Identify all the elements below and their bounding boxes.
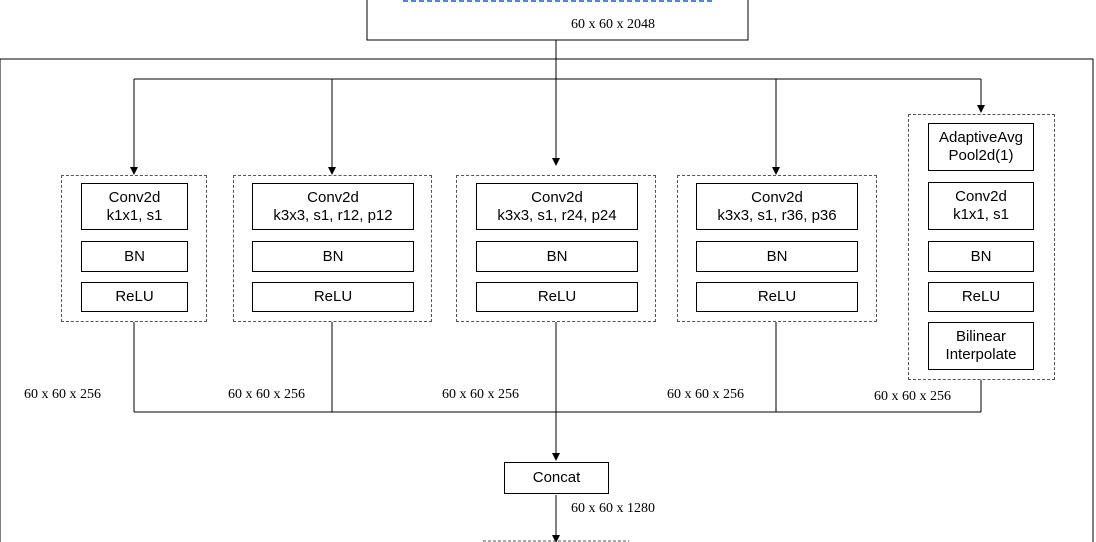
branch-2-group: [233, 175, 432, 322]
branch-2-bn: BN: [252, 241, 414, 272]
branch-3-dims: 60 x 60 x 256: [442, 387, 519, 402]
branch-2-conv: Conv2d k3x3, s1, r12, p12: [252, 183, 414, 230]
branch-4-bn: BN: [696, 241, 858, 272]
input-dims-label: 60 x 60 x 2048: [571, 17, 655, 32]
branch-3-conv: Conv2d k3x3, s1, r24, p24: [476, 183, 638, 230]
branch-1-relu: ReLU: [81, 282, 188, 312]
branch-3-bn: BN: [476, 241, 638, 272]
pool-branch-interp: Bilinear Interpolate: [928, 322, 1034, 370]
pool-branch-pool: AdaptiveAvg Pool2d(1): [928, 123, 1034, 171]
pool-branch-group: [908, 114, 1055, 380]
branch-1-conv: Conv2d k1x1, s1: [81, 183, 188, 230]
branch-3-group: [456, 175, 656, 322]
branch-4-dims: 60 x 60 x 256: [667, 387, 744, 402]
input-block: [366, 0, 749, 41]
pool-branch-conv: Conv2d k1x1, s1: [928, 182, 1034, 230]
pool-branch-dims: 60 x 60 x 256: [874, 389, 951, 404]
branch-1-bn: BN: [81, 241, 188, 272]
branch-3-relu: ReLU: [476, 282, 638, 312]
branch-4-relu: ReLU: [696, 282, 858, 312]
concat-block: Concat: [504, 462, 609, 494]
concat-dims: 60 x 60 x 1280: [571, 501, 655, 516]
branch-1-dims: 60 x 60 x 256: [24, 387, 101, 402]
pool-branch-bn: BN: [928, 241, 1034, 272]
branch-2-dims: 60 x 60 x 256: [228, 387, 305, 402]
branch-2-relu: ReLU: [252, 282, 414, 312]
branch-4-conv: Conv2d k3x3, s1, r36, p36: [696, 183, 858, 230]
pool-branch-relu: ReLU: [928, 282, 1034, 312]
branch-1-group: [61, 175, 207, 322]
branch-4-group: [677, 175, 877, 322]
aspp-module-frame: [0, 58, 1094, 542]
